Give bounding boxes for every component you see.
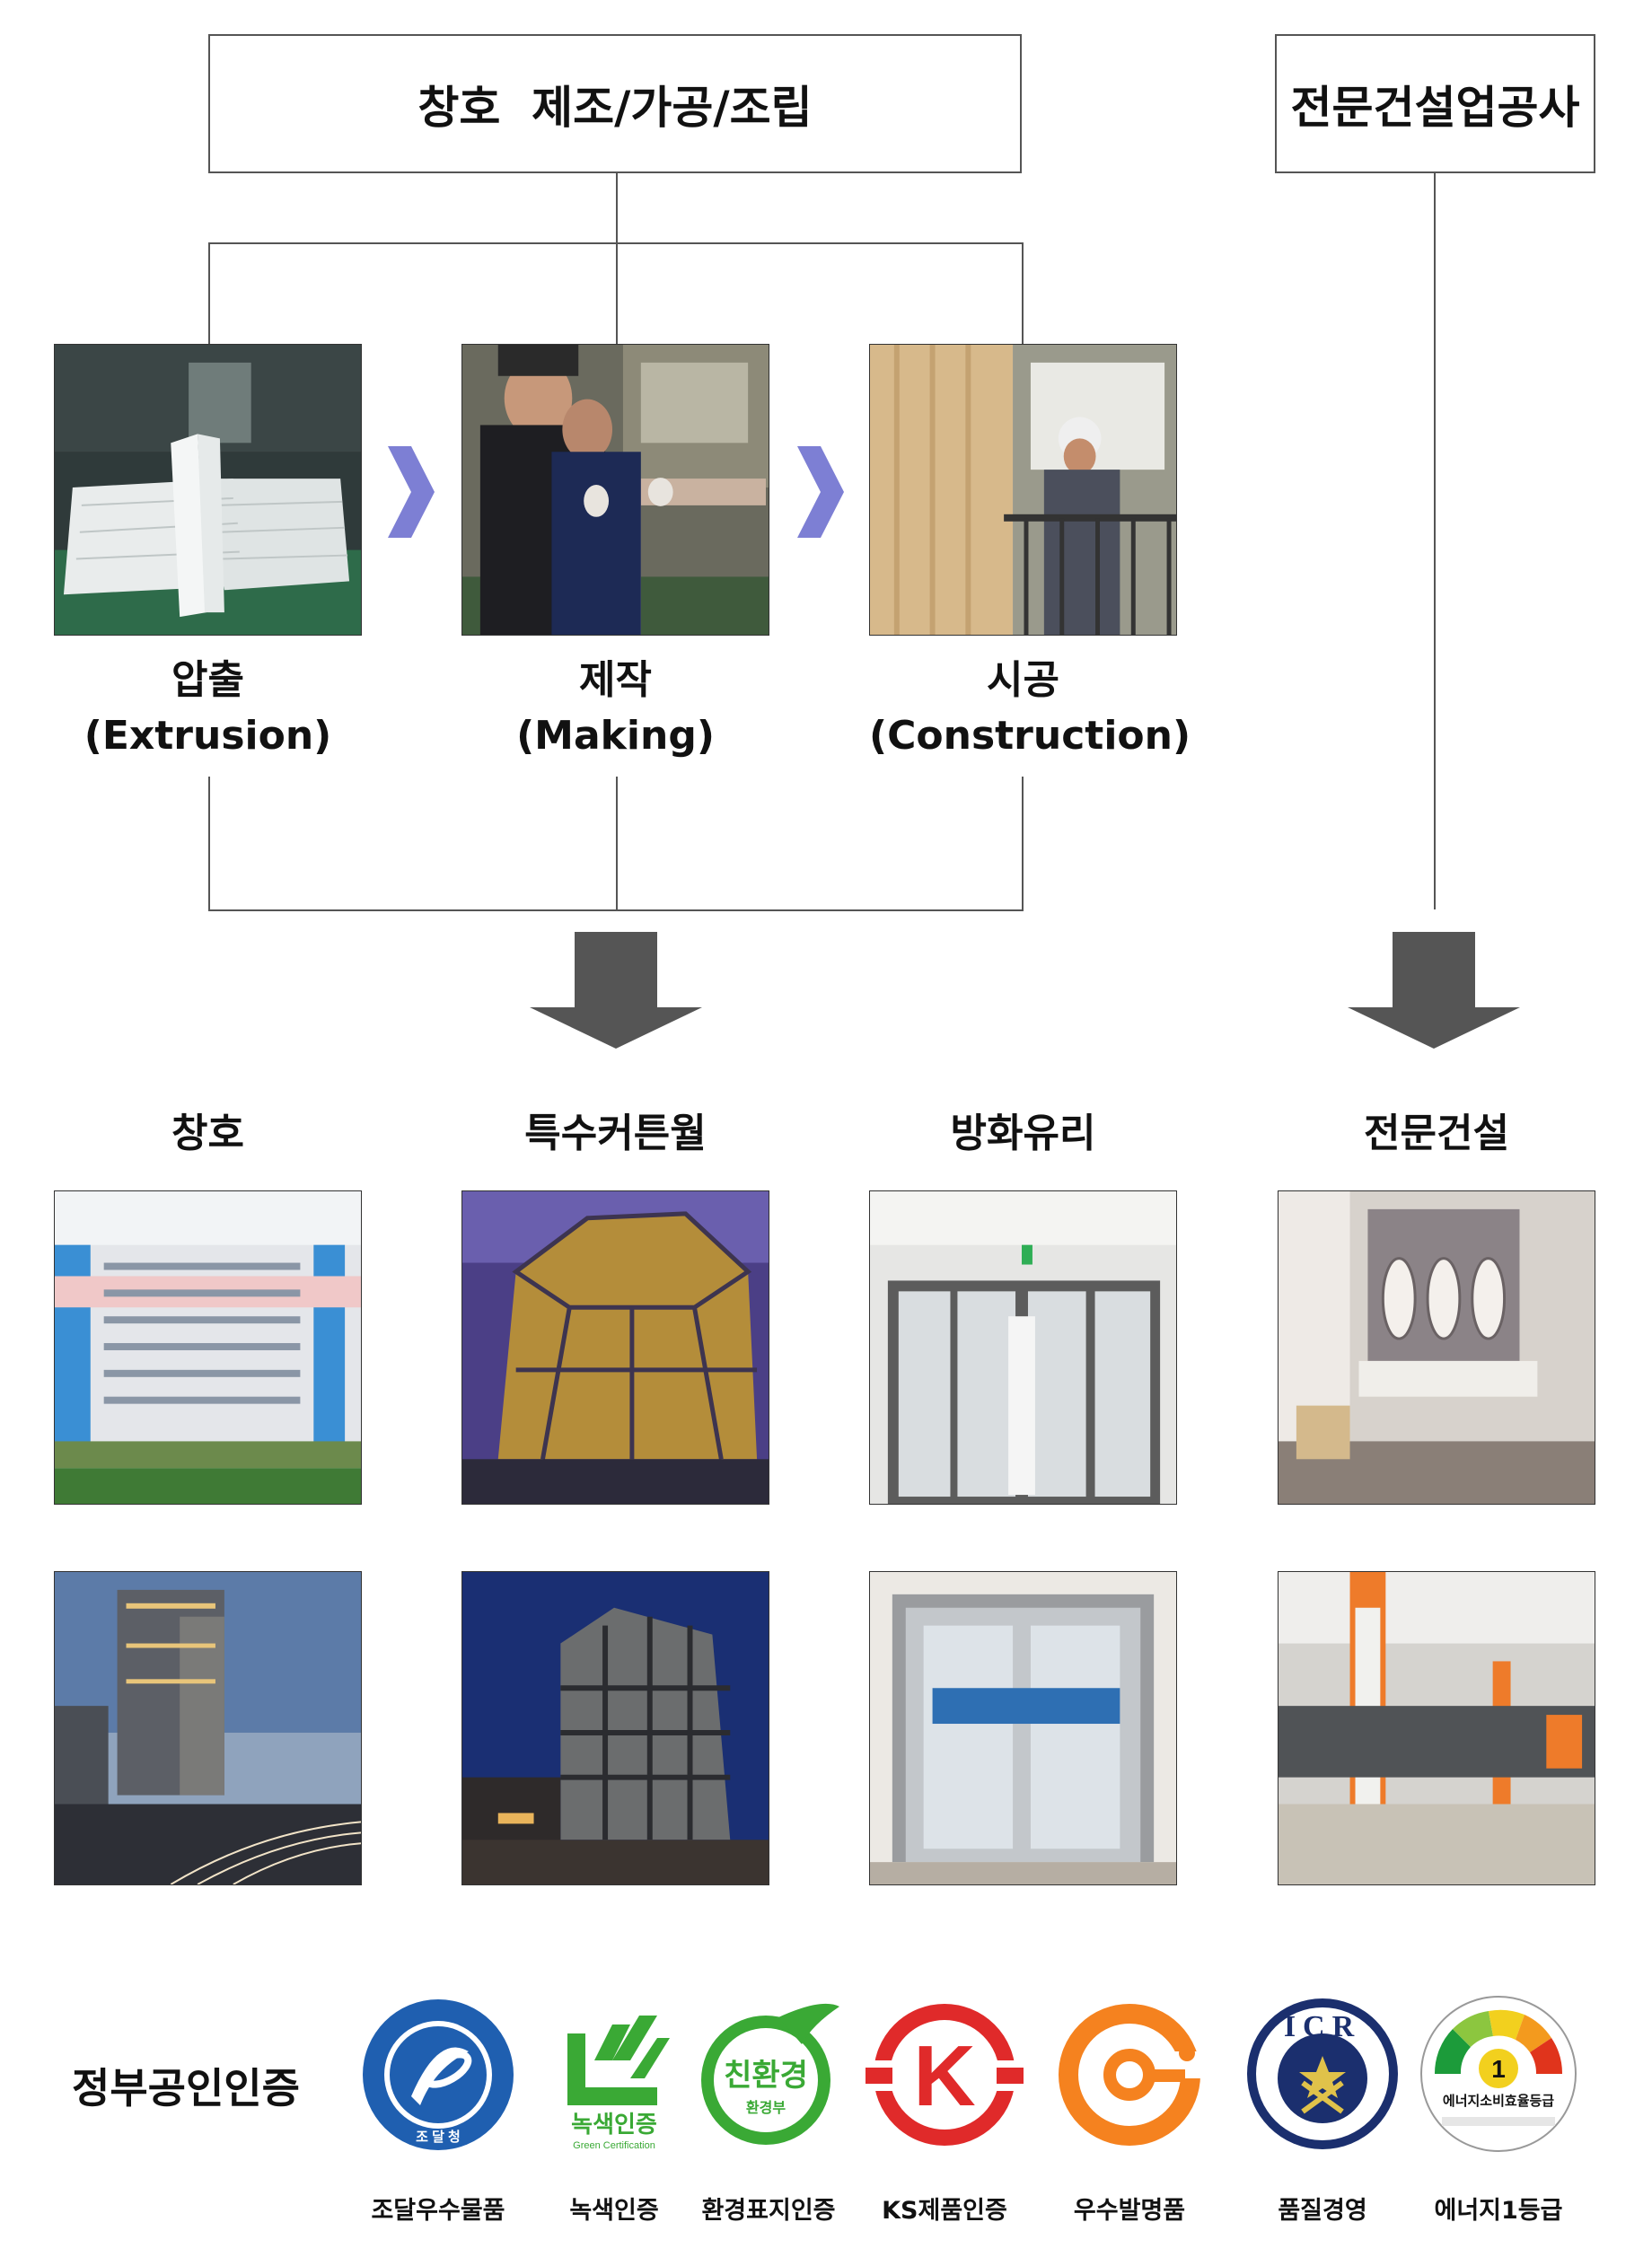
step-english: (Construction): [869, 713, 1191, 759]
icr-quality-logo: ICR: [1247, 1998, 1398, 2149]
logo-subtext: 환경부: [746, 2100, 786, 2116]
logo-text: K: [913, 2028, 975, 2124]
extrusion-factory-photo: [54, 344, 362, 636]
cert-label-ks: KS제품인증: [882, 2197, 1007, 2225]
connector-line: [208, 242, 210, 344]
school-building-photo: [54, 1190, 362, 1505]
logo-grade: 1: [1491, 2055, 1506, 2083]
category-label-construction: 전문건설: [1364, 1111, 1509, 1156]
window-installation-photo: [869, 344, 1177, 636]
step-name: 시공: [987, 657, 1059, 703]
cert-label-invention: 우수발명품: [1073, 2197, 1186, 2225]
lattice-tower-night-photo: [461, 1571, 769, 1885]
step-name: 제작: [579, 657, 652, 703]
green-certification-logo: 녹색인증 Green Certification: [567, 2016, 670, 2151]
cafeteria-interior-photo: [1278, 1571, 1595, 1885]
certification-title: 정부공인인증: [72, 2064, 300, 2112]
connector-line: [616, 777, 618, 911]
step-label-making: 제작 (Making): [461, 653, 769, 764]
energy-grade-logo: 1 에너지소비효율등급: [1420, 1996, 1577, 2152]
connector-line: [208, 777, 210, 911]
category-label-fire-glass: 방화유리: [950, 1111, 1096, 1156]
window-making-photo: [461, 344, 769, 636]
logo-text: 조 달 청: [416, 2129, 461, 2145]
manufacturing-title: 창호 제조/가공/조립: [417, 81, 813, 134]
connector-line: [616, 173, 618, 344]
connector-line: [1022, 242, 1024, 344]
fire-glass-door-corridor-photo: [869, 1190, 1177, 1505]
eco-label-logo: 친환경 환경부: [701, 2003, 839, 2145]
logo-text: 녹색인증: [571, 2111, 657, 2138]
connector-line: [1434, 173, 1436, 909]
fire-glass-door-lobby-photo: [869, 1571, 1177, 1885]
connector-line: [1022, 777, 1024, 911]
arrow-down-icon: [1348, 932, 1520, 1049]
cert-label-quality: 품질경영: [1278, 2197, 1367, 2225]
step-english: (Making): [516, 713, 715, 759]
restroom-interior-photo: [1278, 1190, 1595, 1505]
cert-label-procurement: 조달우수물품: [371, 2197, 505, 2225]
cert-label-green: 녹색인증: [569, 2197, 659, 2225]
ks-mark-logo: K: [866, 2004, 1024, 2146]
step-label-construction: 시공 (Construction): [869, 653, 1191, 764]
construction-title: 전문건설업공사: [1290, 81, 1580, 134]
arrow-down-icon: [530, 932, 702, 1049]
construction-title-box: 전문건설업공사: [1275, 34, 1595, 173]
chevron-right-icon: [797, 446, 844, 538]
hotel-building-night-photo: [54, 1571, 362, 1885]
faceted-glass-building-photo: [461, 1190, 769, 1505]
logo-text: ICR: [1284, 2010, 1361, 2043]
cert-label-energy: 에너지1등급: [1434, 2197, 1563, 2225]
connector-line: [208, 242, 1024, 244]
category-label-windows: 창호: [171, 1111, 244, 1156]
step-label-extrusion: 압출 (Extrusion): [54, 653, 362, 764]
manufacturing-title-box: 창호 제조/가공/조립: [208, 34, 1022, 173]
excellent-invention-logo: [1059, 2004, 1207, 2146]
cert-label-eco: 환경표지인증: [701, 2197, 836, 2225]
category-label-curtain-wall: 특수커튼월: [524, 1111, 707, 1156]
excellent-procurement-logo: 조 달 청: [363, 1999, 514, 2150]
logo-subtext: Green Certification: [573, 2140, 655, 2151]
connector-line: [208, 909, 1024, 911]
logo-text: 친환경: [724, 2059, 808, 2093]
step-english: (Extrusion): [83, 713, 332, 759]
step-name: 압출: [171, 657, 244, 703]
logo-text: 에너지소비효율등급: [1443, 2094, 1554, 2109]
chevron-right-icon: [388, 446, 435, 538]
